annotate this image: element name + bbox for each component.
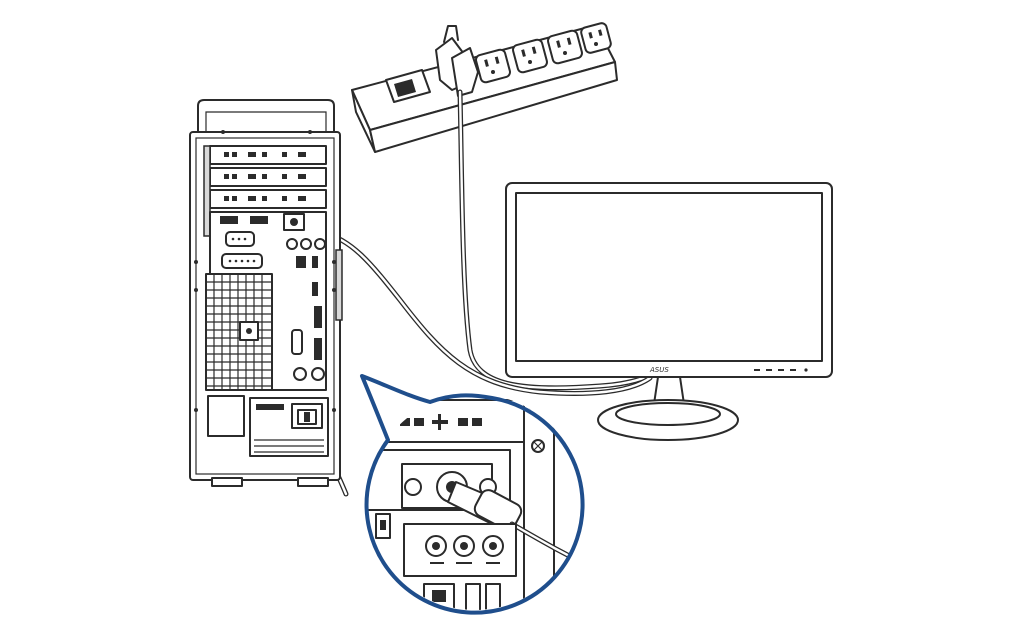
plug-icon — [435, 25, 479, 97]
zoom-callout — [360, 374, 585, 615]
callout-ring — [360, 374, 585, 615]
power-switch-icon — [385, 69, 431, 103]
vent-grille — [205, 273, 273, 391]
monitor-brand-logo: ASUS — [649, 366, 669, 374]
expansion-slots — [203, 145, 327, 237]
monitor: ASUS — [505, 182, 833, 441]
io-panel — [205, 211, 327, 391]
outlet-icon — [475, 22, 612, 84]
desktop-tower — [189, 99, 343, 487]
monitor-buttons — [754, 368, 808, 372]
power-supply — [207, 395, 329, 457]
power-strip — [351, 22, 618, 153]
power-cables — [311, 89, 663, 497]
